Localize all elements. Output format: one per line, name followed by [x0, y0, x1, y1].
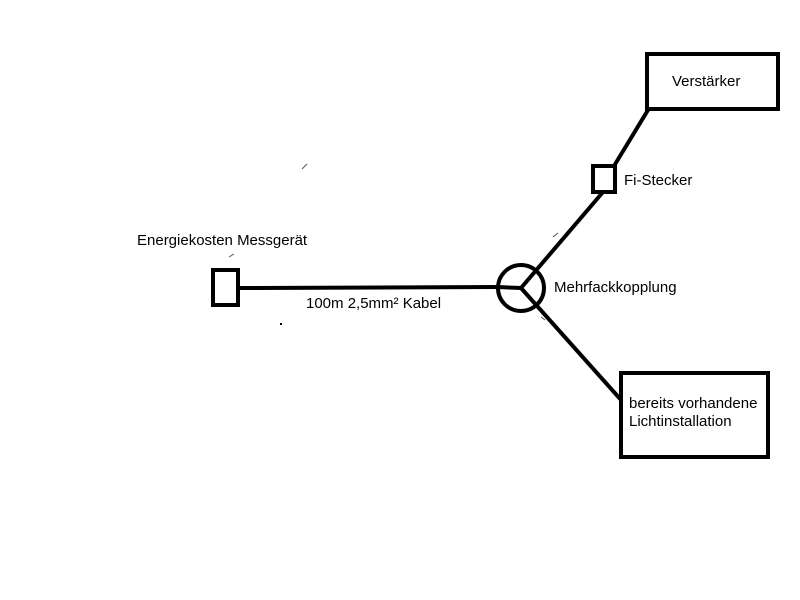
amplifier-label: Verstärker [672, 73, 740, 90]
line-plug-to-amplifier [612, 108, 650, 168]
stray-dot [280, 323, 282, 325]
lighting-label-line1: bereits vorhandene [629, 395, 757, 412]
stray-mark [552, 232, 559, 238]
plug-label: Fi-Stecker [624, 172, 692, 189]
coupler-label: Mehrfackkopplung [554, 279, 677, 296]
meter-label: Energiekosten Messgerät [137, 232, 308, 249]
meter-box [211, 268, 240, 307]
plug-box [591, 164, 617, 194]
line-coupler-to-lighting [519, 286, 624, 403]
cable-label: 100m 2,5mm² Kabel [306, 295, 441, 312]
stray-mark [540, 316, 546, 321]
cable-line-meter-to-coupler [238, 285, 498, 290]
lighting-box [619, 371, 770, 459]
lighting-label-line2: Lichtinstallation [629, 413, 732, 430]
stray-mark [301, 163, 308, 170]
line-coupler-to-plug [519, 190, 605, 290]
stray-mark [228, 253, 235, 258]
coupler-inner-line [496, 285, 522, 290]
amplifier-box [645, 52, 780, 111]
